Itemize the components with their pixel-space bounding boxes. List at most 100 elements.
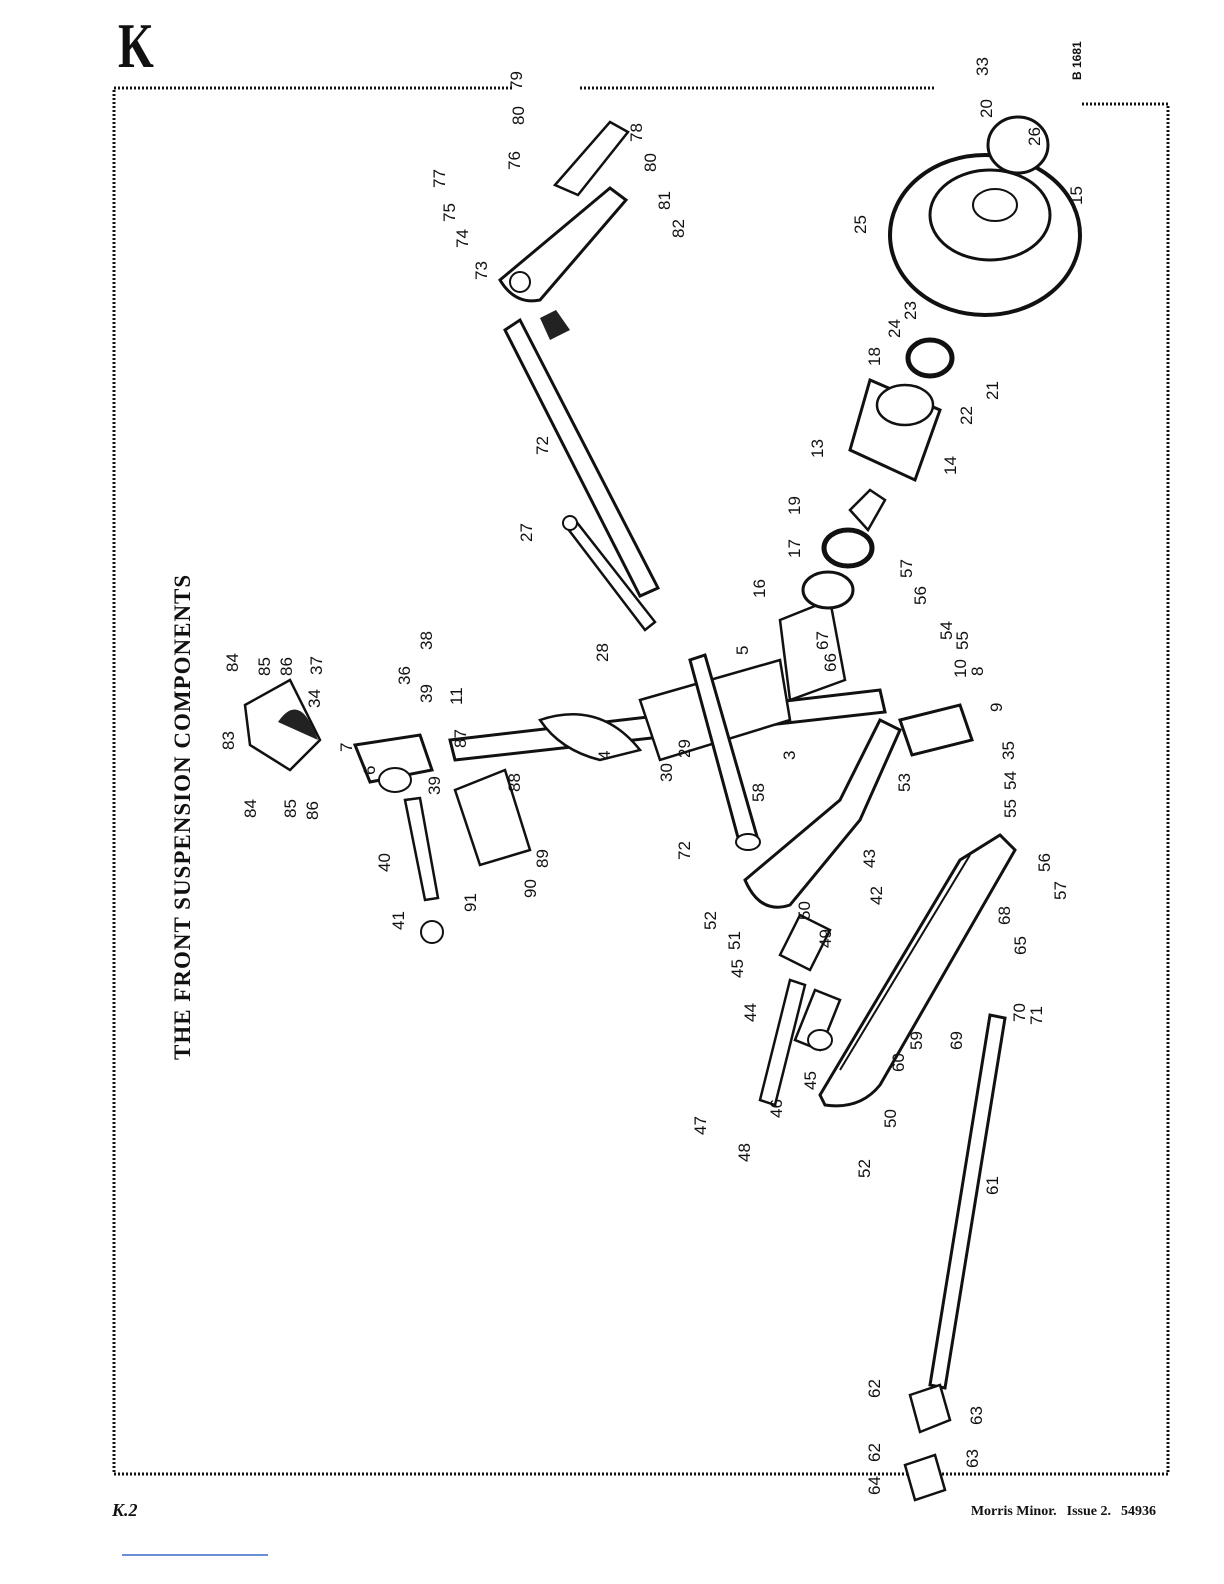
callout-90: 90 bbox=[521, 879, 540, 898]
callout-56a: 56 bbox=[911, 586, 930, 605]
callout-26: 26 bbox=[1025, 127, 1044, 146]
issue-label: Issue 2. bbox=[1066, 1504, 1111, 1519]
callout-28: 28 bbox=[593, 643, 612, 662]
callout-87: 87 bbox=[451, 729, 470, 748]
callout-39a: 39 bbox=[417, 684, 436, 703]
bolt-40 bbox=[403, 796, 444, 944]
bracket-78 bbox=[552, 120, 630, 197]
callout-50a: 50 bbox=[795, 901, 814, 920]
callout-46: 46 bbox=[767, 1099, 786, 1118]
callout-78: 78 bbox=[627, 123, 646, 142]
eye-bolt-8 bbox=[898, 703, 974, 757]
callout-85b: 85 bbox=[281, 799, 300, 818]
callout-14: 14 bbox=[941, 456, 960, 475]
dotted-frame bbox=[112, 86, 1170, 1476]
callout-55a: 55 bbox=[953, 631, 972, 650]
section-letter: K bbox=[118, 10, 154, 81]
callout-37: 37 bbox=[307, 656, 326, 675]
callout-6: 6 bbox=[360, 766, 379, 775]
callout-47: 47 bbox=[691, 1116, 710, 1135]
callout-52a: 52 bbox=[701, 911, 720, 930]
callout-73: 73 bbox=[472, 261, 491, 280]
part-callouts: 3 4 5 6 7 8 9 10 11 13 14 15 16 17 18 19… bbox=[219, 57, 1086, 1495]
callout-74: 74 bbox=[453, 229, 472, 248]
lever-arm-73 bbox=[498, 186, 629, 303]
callout-5: 5 bbox=[733, 646, 752, 655]
fulcrum-pin-44-45 bbox=[758, 913, 842, 1107]
callout-53: 53 bbox=[895, 773, 914, 792]
callout-34: 34 bbox=[305, 689, 324, 708]
callout-61: 61 bbox=[983, 1176, 1002, 1195]
callout-44: 44 bbox=[741, 1003, 760, 1022]
callout-63a: 63 bbox=[967, 1406, 986, 1425]
callout-45b: 45 bbox=[801, 1071, 820, 1090]
callout-72a: 72 bbox=[533, 436, 552, 455]
callout-23: 23 bbox=[901, 301, 920, 320]
callout-58: 58 bbox=[749, 783, 768, 802]
callout-36: 36 bbox=[395, 666, 414, 685]
callout-30: 30 bbox=[657, 763, 676, 782]
upper-eye-6 bbox=[352, 733, 434, 793]
callout-70: 70 bbox=[1010, 1003, 1029, 1022]
callout-56b: 56 bbox=[1035, 853, 1054, 872]
callout-72b: 72 bbox=[675, 841, 694, 860]
bump-rubber-83 bbox=[243, 678, 322, 772]
callout-85a: 85 bbox=[255, 657, 274, 676]
damper-87 bbox=[453, 768, 532, 867]
callout-66: 66 bbox=[821, 653, 840, 672]
brake-drum-25 bbox=[888, 153, 1082, 317]
callout-43: 43 bbox=[860, 849, 879, 868]
callout-63b: 63 bbox=[963, 1449, 982, 1468]
callout-50b: 50 bbox=[881, 1109, 900, 1128]
callout-38: 38 bbox=[417, 631, 436, 650]
callout-57b: 57 bbox=[1051, 881, 1070, 900]
callout-15: 15 bbox=[1067, 186, 1086, 205]
link-underline bbox=[122, 1554, 268, 1556]
callout-69: 69 bbox=[947, 1031, 966, 1050]
callout-88: 88 bbox=[505, 773, 524, 792]
vehicle-name: Morris Minor. bbox=[970, 1504, 1057, 1519]
callout-59: 59 bbox=[907, 1031, 926, 1050]
callout-51: 51 bbox=[725, 931, 744, 950]
callout-22: 22 bbox=[957, 406, 976, 425]
callout-42: 42 bbox=[867, 886, 886, 905]
callout-62b: 62 bbox=[865, 1443, 884, 1462]
callout-7: 7 bbox=[337, 743, 356, 752]
callout-65: 65 bbox=[1011, 936, 1030, 955]
callout-79: 79 bbox=[507, 71, 526, 90]
page-number: K.2 bbox=[112, 1500, 138, 1520]
callout-35: 35 bbox=[999, 741, 1018, 760]
callout-83: 83 bbox=[219, 731, 238, 750]
callout-67: 67 bbox=[813, 631, 832, 650]
callout-60: 60 bbox=[889, 1053, 908, 1072]
link-arm-27 bbox=[562, 515, 657, 632]
callout-54b: 54 bbox=[1001, 771, 1020, 790]
callout-33: 33 bbox=[973, 57, 992, 76]
callout-3: 3 bbox=[780, 751, 799, 760]
callout-49: 49 bbox=[816, 929, 835, 948]
callout-41: 41 bbox=[389, 911, 408, 930]
hub-cap-20 bbox=[986, 115, 1050, 175]
callout-40: 40 bbox=[375, 853, 394, 872]
callout-84b: 84 bbox=[241, 799, 260, 818]
stub-axle-5 bbox=[778, 598, 847, 702]
publication-info: Morris Minor. Issue 2. 54936 bbox=[961, 1504, 1156, 1520]
callout-10: 10 bbox=[951, 659, 970, 678]
callout-19: 19 bbox=[785, 496, 804, 515]
callout-86a: 86 bbox=[277, 657, 296, 676]
publication-number: 54936 bbox=[1121, 1504, 1156, 1519]
callout-21: 21 bbox=[983, 381, 1002, 400]
callout-80a: 80 bbox=[509, 106, 528, 125]
rubber-bushes-62-63 bbox=[903, 1383, 952, 1502]
callout-91: 91 bbox=[461, 893, 480, 912]
tie-rod-72-lower bbox=[688, 653, 761, 851]
torsion-bar-upper bbox=[503, 310, 661, 598]
callout-27: 27 bbox=[517, 523, 536, 542]
callout-64: 64 bbox=[865, 1476, 884, 1495]
callout-76: 76 bbox=[505, 151, 524, 170]
callout-86b: 86 bbox=[303, 801, 322, 820]
callout-18: 18 bbox=[865, 347, 884, 366]
callout-17: 17 bbox=[785, 539, 804, 558]
callout-24: 24 bbox=[885, 319, 904, 338]
